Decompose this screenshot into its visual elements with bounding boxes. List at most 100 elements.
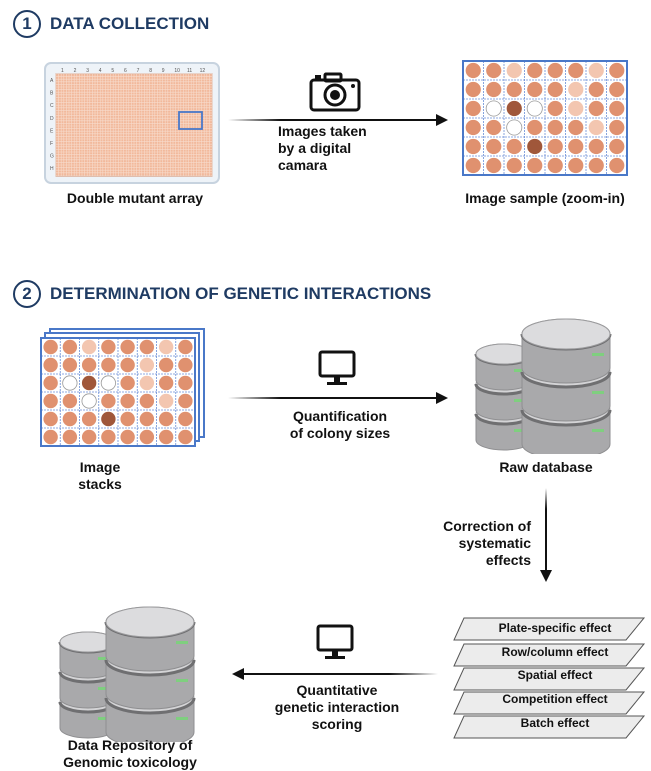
colony	[178, 375, 193, 391]
plate-column-label: 12	[200, 68, 206, 74]
colony	[158, 429, 174, 445]
plate-row-label: G	[50, 154, 54, 160]
colony	[158, 339, 174, 355]
plate-label: Double mutant array	[66, 190, 204, 206]
colony	[526, 100, 543, 117]
colony	[100, 375, 116, 391]
plate-row-label: H	[50, 166, 54, 172]
arrow-step1	[228, 114, 448, 126]
plate-column-label: 10	[174, 68, 180, 74]
colony	[588, 81, 604, 98]
colony	[465, 138, 481, 155]
layer-plate-specific: Plate-specific effect	[498, 621, 612, 635]
colony	[43, 411, 58, 427]
colony	[588, 157, 604, 174]
colony	[588, 138, 604, 155]
zoom-label: Image sample (zoom-in)	[465, 190, 625, 206]
section-title-data-collection: DATA COLLECTION	[50, 14, 210, 33]
colony	[81, 411, 97, 427]
colony	[139, 429, 155, 445]
colony	[120, 375, 135, 391]
colony	[527, 81, 543, 98]
colony	[62, 411, 78, 427]
plate-row-label: F	[50, 141, 53, 147]
plate-row-label: E	[50, 128, 54, 134]
colony	[506, 81, 522, 98]
camera-icon	[309, 72, 361, 112]
colony	[81, 357, 97, 373]
colony	[568, 119, 584, 136]
colony	[62, 357, 78, 373]
colony	[158, 357, 174, 373]
colony	[178, 393, 193, 409]
raw-database-label: Raw database	[499, 459, 593, 475]
colony	[139, 375, 155, 391]
colony	[139, 339, 155, 355]
colony	[506, 119, 523, 136]
colony	[568, 100, 584, 117]
colony	[178, 339, 193, 355]
colony	[120, 429, 135, 445]
colony	[43, 429, 58, 445]
arrow-step2	[228, 392, 448, 404]
colony	[62, 339, 78, 355]
colony	[465, 100, 481, 117]
colony	[178, 357, 193, 373]
layer-spatial: Spatial effect	[517, 668, 593, 682]
colony	[101, 339, 116, 355]
plate-row-label: A	[50, 78, 54, 84]
colony	[506, 138, 522, 155]
zoom-in-grid	[462, 60, 628, 176]
colony	[588, 62, 604, 79]
colony	[568, 62, 584, 79]
colony	[43, 393, 58, 409]
colony	[62, 393, 78, 409]
colony	[139, 357, 155, 373]
section-title-genetic-interactions: DETERMINATION OF GENETIC INTERACTIONS	[50, 284, 432, 303]
raw-database-icon	[474, 318, 612, 454]
arrow-correction	[540, 488, 552, 582]
plate-column-label: 2	[74, 68, 77, 74]
colony	[527, 138, 543, 155]
colony	[568, 81, 584, 98]
colony	[139, 393, 155, 409]
colony	[43, 357, 58, 373]
colony	[547, 119, 563, 136]
colony	[120, 411, 135, 427]
image-stacks	[40, 328, 205, 447]
colony	[527, 62, 543, 79]
colony	[486, 157, 502, 174]
colony	[568, 138, 584, 155]
colony	[547, 62, 563, 79]
colony	[527, 157, 543, 174]
colony	[62, 429, 78, 445]
colony	[101, 411, 116, 427]
colony	[43, 375, 58, 391]
colony	[609, 138, 625, 155]
colony	[139, 411, 155, 427]
plate-column-label: 7	[137, 68, 140, 74]
colony	[81, 393, 97, 409]
colony	[547, 138, 563, 155]
colony	[158, 393, 174, 409]
colony	[465, 119, 481, 136]
plate-column-label: 1	[61, 68, 64, 74]
colony	[101, 429, 116, 445]
colony	[81, 339, 97, 355]
colony	[486, 81, 502, 98]
colony	[43, 339, 58, 355]
plate-column-label: 5	[111, 68, 114, 74]
plate-column-label: 6	[124, 68, 127, 74]
layer-batch: Batch effect	[520, 716, 590, 730]
colony	[506, 100, 522, 117]
colony	[547, 100, 563, 117]
colony	[588, 100, 604, 117]
colony	[609, 62, 625, 79]
colony	[158, 375, 174, 391]
colony	[547, 157, 563, 174]
